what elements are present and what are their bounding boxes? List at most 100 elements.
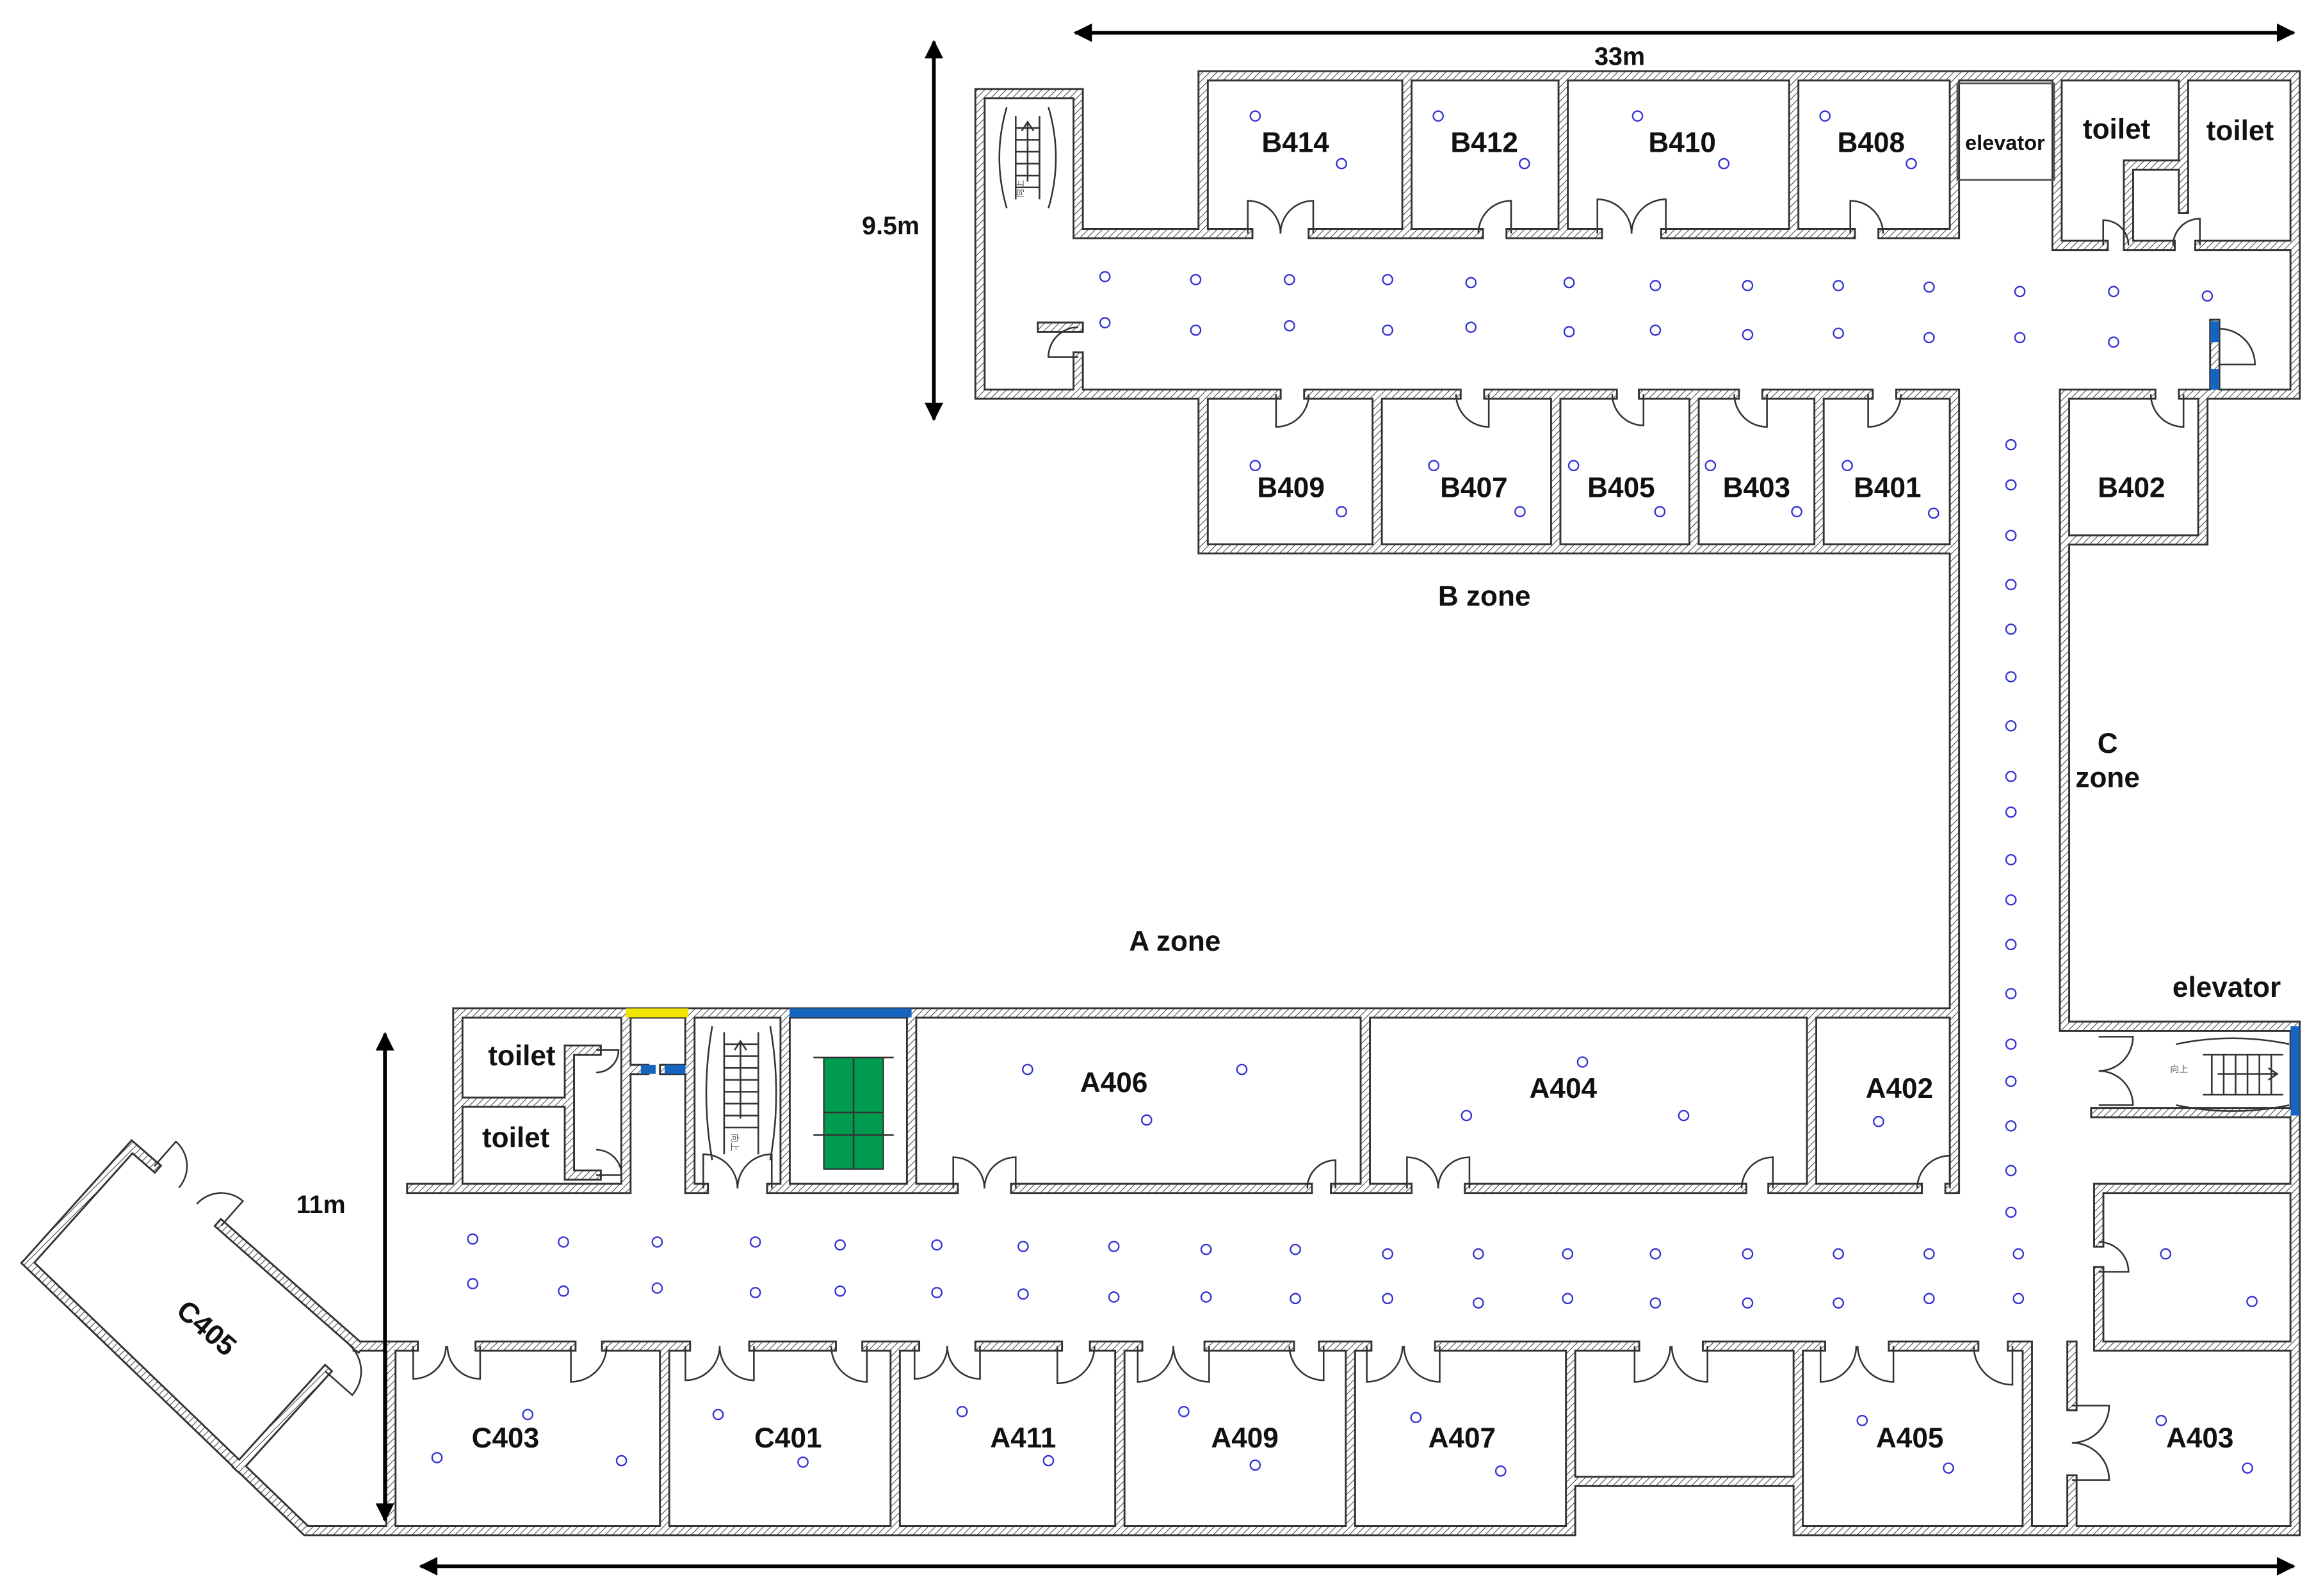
door-swing [946,1346,981,1380]
sensor-marker [1017,1241,1029,1252]
door-swings [154,198,2256,1481]
sensor-marker [1465,277,1477,289]
room-label-a407: A407 [1429,1423,1496,1454]
sensor-marker [431,1452,443,1463]
sensor-marker [651,1236,663,1248]
sensor-marker [2005,439,2017,451]
sensor-marker [1494,1465,1507,1477]
door-swing [1477,200,1512,234]
door-swing [1406,1156,1439,1189]
room-label-b410: B410 [1648,127,1716,159]
sensor-marker [834,1239,846,1251]
zone-label-b: B zone [1438,581,1531,612]
sensor-marker [712,1408,724,1421]
door-swing [1916,1154,1951,1189]
door-swing [1630,198,1667,234]
sensor-marker [1562,1248,1574,1260]
door-swing [446,1346,482,1380]
sensor-marker [1200,1243,1212,1255]
sensor-marker [2005,988,2017,999]
sensor-marker [1678,1109,1690,1122]
toilet-label-a1: toilet [488,1040,556,1072]
sensor-marker [2005,1120,2017,1132]
door-swing [1819,1346,1858,1383]
door-swing [1288,1346,1325,1382]
room-label-a411: A411 [990,1423,1056,1454]
sensor-marker [1336,157,1347,170]
sensor-marker [2108,336,2119,348]
toilet-label-b1: toilet [2083,114,2151,145]
sensor-marker [2005,854,2017,866]
sensor-marker [2012,1248,2025,1260]
sensor-marker [1290,1243,1301,1255]
sensor-marker [931,1239,943,1251]
door-swing [2172,218,2201,246]
door-swing [718,1346,755,1382]
sensor-marker [1519,157,1530,170]
sensor-marker [2242,1462,2253,1474]
door-swing [1973,1346,2014,1386]
room-label-b405: B405 [1587,472,1655,504]
door-swing [1306,1159,1337,1189]
sensor-marker [2005,720,2017,732]
toilet-label-b2: toilet [2206,115,2274,147]
sensor-marker [1923,332,1935,344]
sensor-marker [1791,506,1802,518]
sensor-marker [1190,273,1202,286]
door-swing [1596,198,1633,234]
sensor-marker [1382,1293,1393,1305]
sensor-marker [2005,806,2017,818]
sensor-marker [1819,110,1831,122]
sensor-marker [1649,280,1662,291]
zone-label-c-line1: C [2098,728,2118,759]
sensor-marker [2005,1076,2017,1087]
sensor-marker [2005,939,2017,951]
door-swing [1172,1346,1210,1383]
sensor-marker [1576,1056,1589,1068]
sensor-markers [431,110,2258,1477]
blue-wall-marker [2210,369,2219,390]
sensor-marker [1841,460,1853,472]
sensor-marker [1042,1455,1055,1467]
sensor-marker [1283,319,1295,332]
blue-wall-marker [640,1065,656,1074]
door-swing [1455,394,1490,428]
stair-icon: 向上 [998,106,1057,209]
sensor-marker [1283,273,1295,286]
elevator-shaft [1956,82,2055,181]
sensor-marker [1465,321,1477,333]
sensor-marker [2005,529,2017,542]
sensor-marker [2005,479,2017,491]
door-swing [1048,326,1078,358]
door-swing [2102,219,2130,246]
sensor-marker [1923,1248,1935,1260]
sensor-marker [558,1285,569,1297]
sensor-marker [467,1233,479,1245]
door-swing [570,1346,608,1383]
door-swing [1633,1346,1671,1383]
stair-up-label: 向上 [729,1133,740,1151]
room-label-a405: A405 [1876,1423,1943,1454]
sensor-marker [1236,1063,1248,1076]
sensor-marker [1178,1406,1190,1417]
sensor-marker [1382,1248,1393,1260]
sensor-marker [1567,460,1580,472]
sensor-marker [1410,1412,1422,1424]
sensor-marker [749,1287,761,1298]
sensor-marker [797,1456,809,1468]
blue-wall-marker [2210,321,2219,343]
sensor-marker [1742,1248,1754,1260]
door-swing [2098,1036,2134,1072]
sensor-marker [522,1408,534,1421]
room-label-c405: C405 [170,1294,242,1362]
room-label-c403: C403 [472,1423,540,1454]
stair-up-label: 向上 [2170,1065,2188,1075]
dimension-a-depth-label: 11m [296,1191,346,1219]
sensor-marker [2201,290,2214,302]
blue-wall-marker [664,1065,686,1074]
sensor-marker [1563,277,1575,289]
sensor-marker [1200,1291,1212,1303]
door-swing [914,1346,948,1380]
room-label-b408: B408 [1838,127,1905,159]
